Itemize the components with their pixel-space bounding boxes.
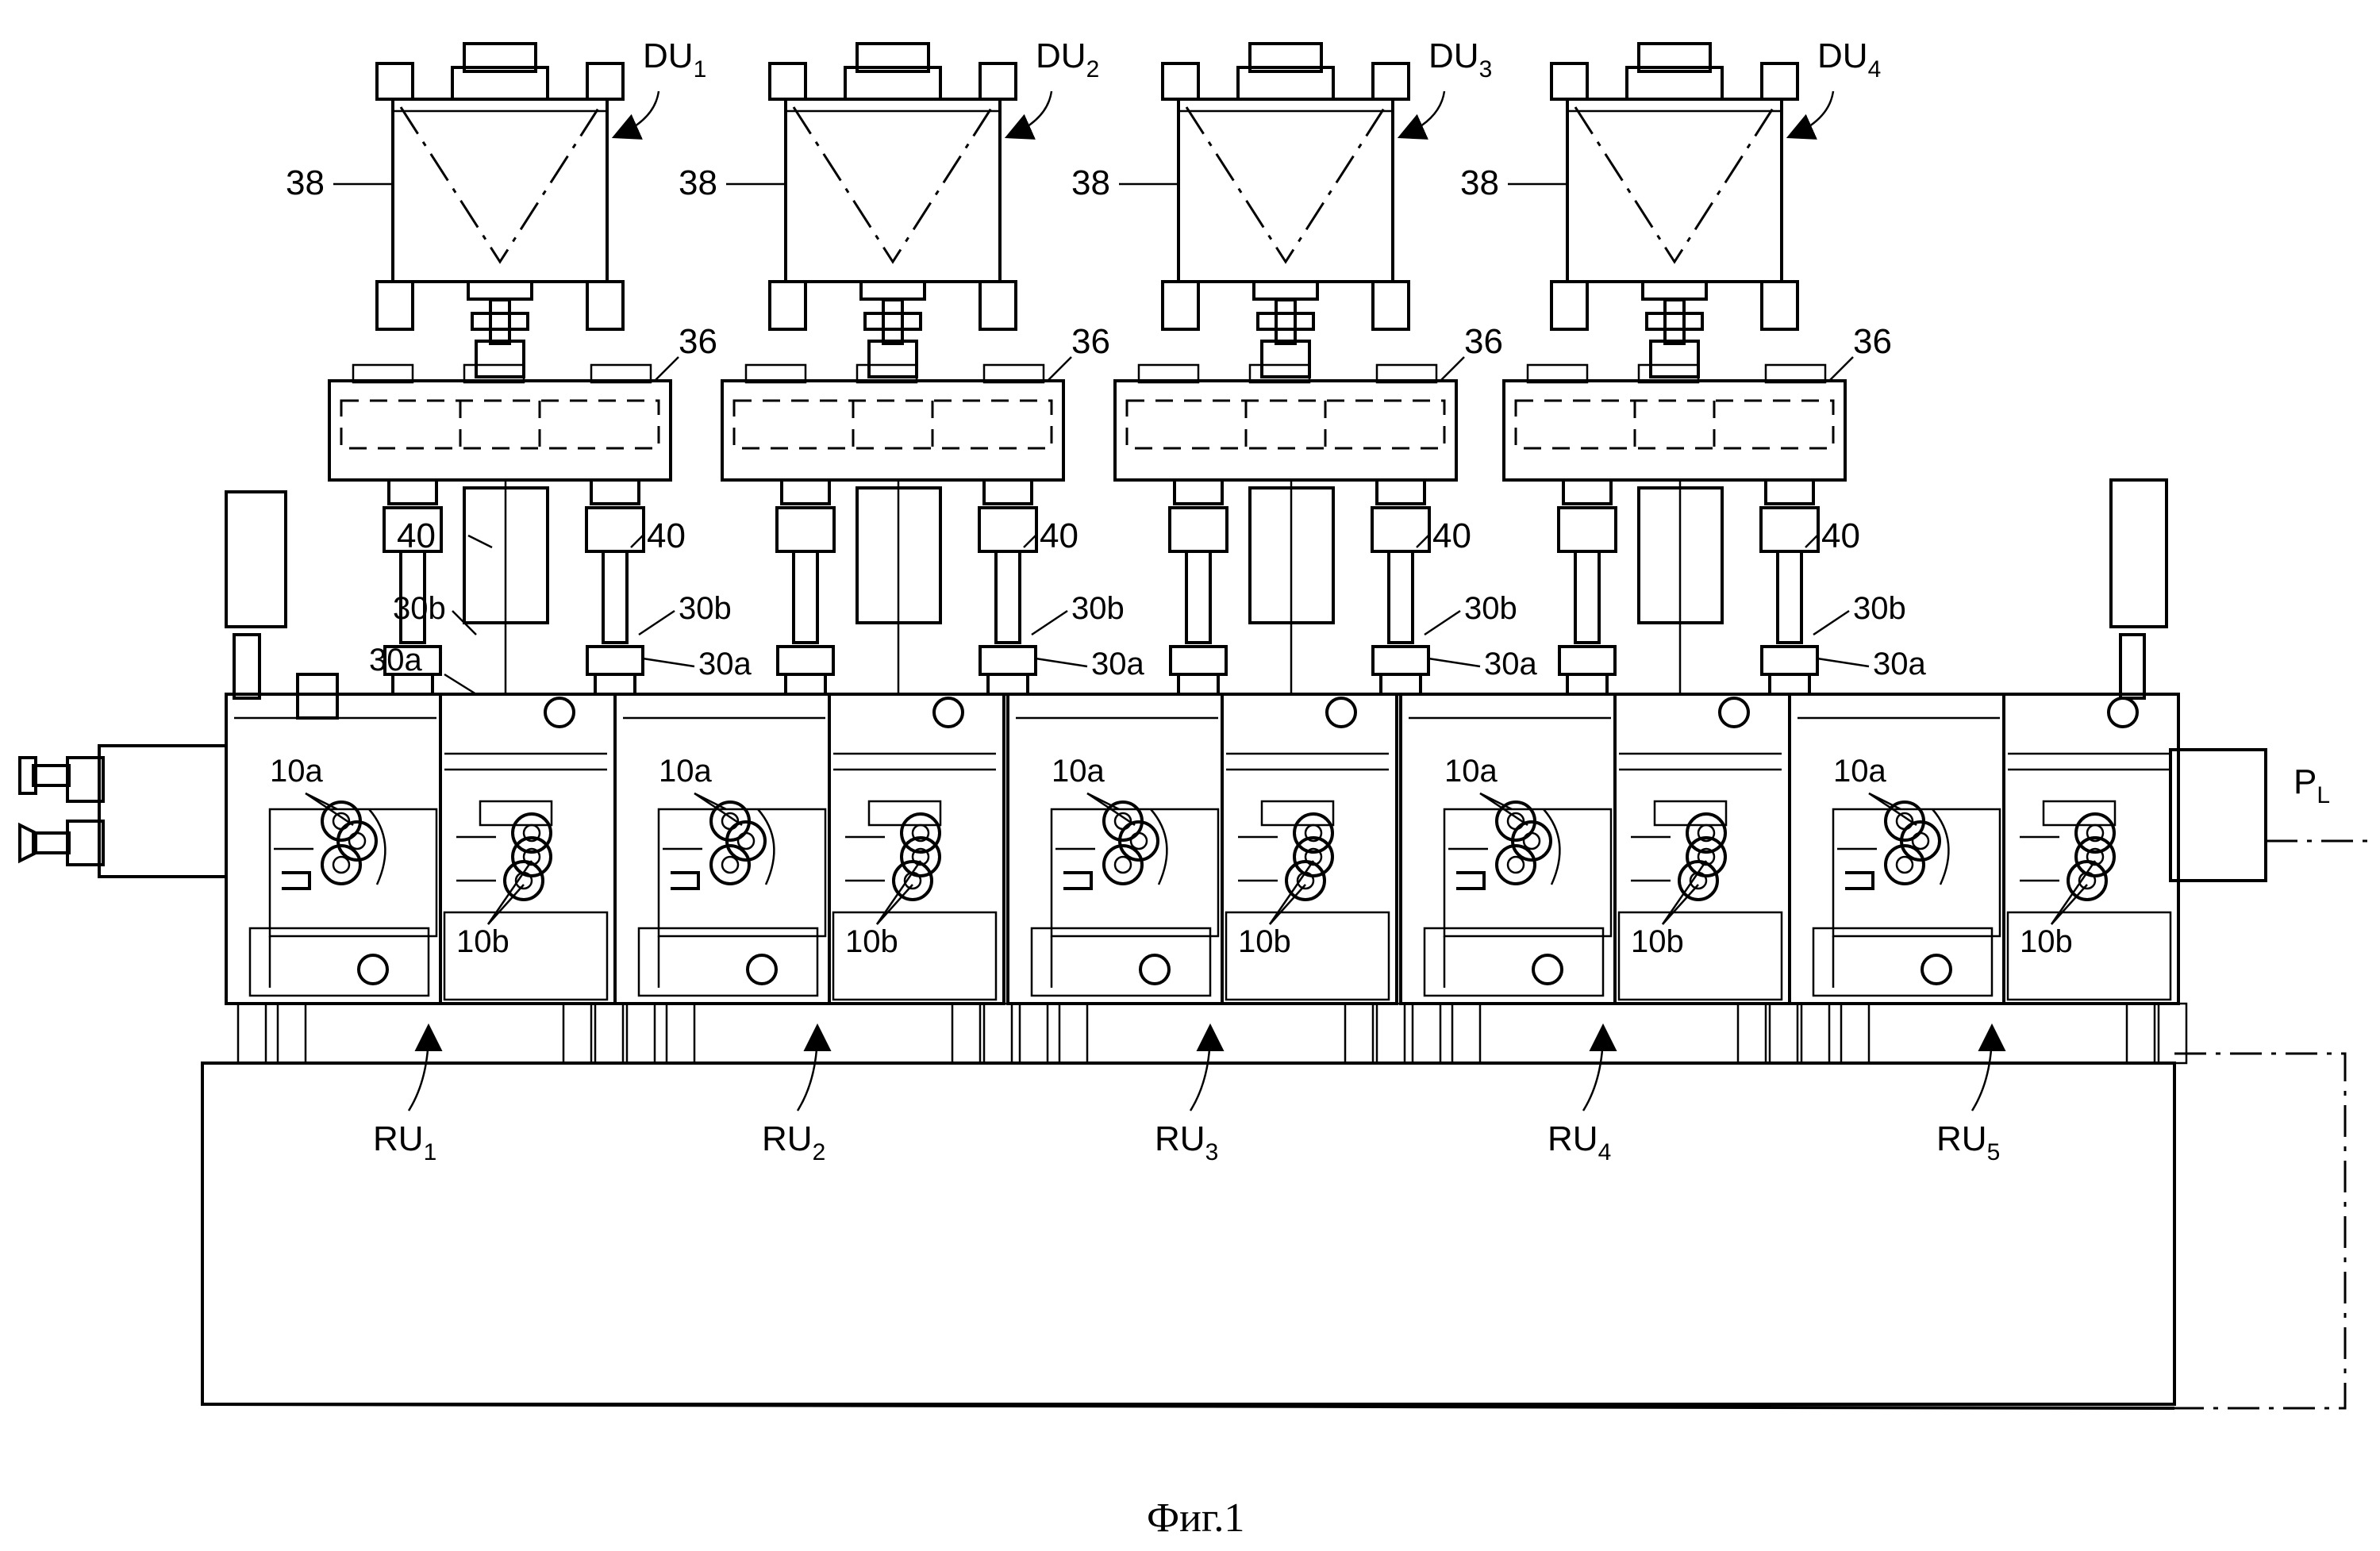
roll-lower-label-4: 10b	[1631, 924, 1684, 959]
rolling-unit-label-4: RU4	[1548, 1119, 1611, 1165]
machine-base	[202, 1054, 2345, 1408]
rolling-unit-1	[226, 694, 623, 1063]
gearbox-label-2: 36	[1071, 322, 1110, 361]
roll-upper-label-1: 10a	[270, 754, 323, 789]
coupling-lower-label-2: 30a	[1091, 647, 1144, 681]
gearbox-label-1: 36	[679, 322, 717, 361]
roll-upper-label-4: 10a	[1444, 754, 1498, 789]
roll-lower-label-5: 10b	[2020, 924, 2073, 959]
drive-unit-label-1: DU1	[643, 36, 706, 83]
rolling-unit-2	[615, 694, 1012, 1063]
drive-unit-label-3: DU3	[1428, 36, 1492, 83]
shaft-label-left: 40	[397, 516, 436, 555]
coupling-upper-label-left: 30b	[393, 591, 446, 626]
reducer-label-2: 38	[679, 163, 717, 202]
shaft-label-4: 40	[1821, 516, 1860, 555]
roll-lower-label-1: 10b	[456, 924, 509, 959]
drive-unit-label-2: DU2	[1036, 36, 1099, 83]
gearbox-label-3: 36	[1464, 322, 1503, 361]
coupling-lower-label-4: 30a	[1873, 647, 1926, 681]
rolling-unit-label-5: RU5	[1936, 1119, 2000, 1165]
labels: DU1 38 36 40 30b 30a DU2 38 36 40 30b 30a DU3 38 36 40 3…	[270, 36, 2330, 1165]
roll-lower-label-2: 10b	[845, 924, 898, 959]
drive-unit-label-4: DU4	[1817, 36, 1881, 83]
roll-lower-label-3: 10b	[1238, 924, 1291, 959]
drive-unit-1	[329, 44, 671, 694]
shaft-label-2: 40	[1040, 516, 1078, 555]
drive-unit-2	[722, 44, 1063, 694]
reducer-label-3: 38	[1071, 163, 1110, 202]
figure-caption: Фиг.1	[1147, 1495, 1244, 1541]
entry-guide	[20, 492, 337, 877]
drive-unit-4	[1504, 44, 1845, 694]
rolling-unit-label-1: RU1	[373, 1119, 436, 1165]
pass-line-label: PL	[2293, 762, 2330, 808]
rolling-unit-3	[1008, 694, 1405, 1063]
rolling-unit-label-2: RU2	[762, 1119, 825, 1165]
shaft-label-1: 40	[647, 516, 686, 555]
gearbox-label-4: 36	[1853, 322, 1892, 361]
shaft-label-3: 40	[1432, 516, 1471, 555]
reducer-label-4: 38	[1460, 163, 1499, 202]
rolling-unit-4	[1401, 694, 1797, 1063]
exit-guide	[2111, 480, 2373, 881]
rolling-unit-5	[1790, 694, 2186, 1063]
coupling-upper-label-3: 30b	[1464, 591, 1517, 626]
coupling-upper-label-4: 30b	[1853, 591, 1906, 626]
roll-upper-label-3: 10a	[1052, 754, 1105, 789]
reducer-label-1: 38	[286, 163, 325, 202]
drive-unit-3	[1115, 44, 1456, 694]
roll-upper-label-2: 10a	[659, 754, 712, 789]
coupling-lower-label-3: 30a	[1484, 647, 1537, 681]
rolling-unit-label-3: RU3	[1155, 1119, 1218, 1165]
roll-upper-label-5: 10a	[1833, 754, 1886, 789]
coupling-lower-label-left: 30a	[369, 643, 422, 678]
coupling-lower-label-1: 30a	[698, 647, 752, 681]
coupling-upper-label-1: 30b	[679, 591, 732, 626]
coupling-upper-label-2: 30b	[1071, 591, 1125, 626]
